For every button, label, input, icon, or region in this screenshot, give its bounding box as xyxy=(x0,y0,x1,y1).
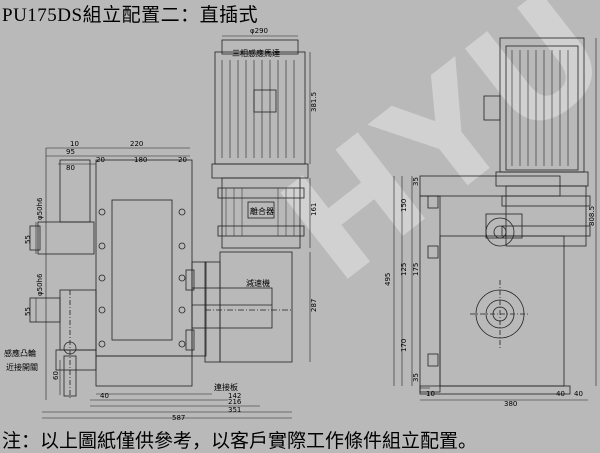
dim-351: 351 xyxy=(228,406,241,414)
frame-plate xyxy=(95,159,273,387)
dim-381-5: 381.5 xyxy=(310,92,318,112)
proximity-label: 近接開關 xyxy=(6,362,38,372)
dim-40b: 40 xyxy=(556,390,565,398)
dim-40: 40 xyxy=(100,392,109,400)
dim-35b: 35 xyxy=(412,373,420,382)
motor-side xyxy=(211,39,309,179)
connecting-plate-label: 連接板 xyxy=(214,382,238,392)
watermark: HYU xyxy=(252,0,600,316)
dim-35a: 35 xyxy=(412,177,420,186)
dim-20a: 20 xyxy=(96,156,105,164)
dim-10b: 10 xyxy=(426,390,435,398)
cam-label: 感應凸輪 xyxy=(4,348,36,358)
dim-150: 150 xyxy=(400,199,408,212)
dim-380: 380 xyxy=(504,400,517,408)
dim-125: 125 xyxy=(400,263,408,276)
dim-495: 495 xyxy=(384,273,392,286)
coupler-front xyxy=(501,185,591,247)
frame-front xyxy=(419,175,571,395)
dim-170: 170 xyxy=(400,339,408,352)
left-end-unit xyxy=(29,159,97,400)
footnote: 注：以上圖紙僅供參考，以客戶實際工作條件組立配置。 xyxy=(2,430,478,452)
dim-shaft-50a: φ50h6 xyxy=(36,197,44,220)
dim-shaft-50b: φ50h6 xyxy=(36,273,44,296)
dim-808-5: 808.5 xyxy=(588,206,596,226)
dim-290: φ290 xyxy=(250,27,268,35)
coupler-label: 離合器 xyxy=(250,206,274,216)
dim-180: 180 xyxy=(134,156,147,164)
dim-20b: 20 xyxy=(178,156,187,164)
reducer-label: 減速機 xyxy=(246,278,270,288)
dim-220: 220 xyxy=(130,140,143,148)
dim-95: 95 xyxy=(66,148,75,156)
dim-10: 10 xyxy=(70,140,79,148)
drawing-title: PU175DS組立配置二：直插式 xyxy=(2,5,259,26)
dim-40c: 40 xyxy=(574,390,583,398)
dim-287: 287 xyxy=(310,299,318,312)
dim-587: 587 xyxy=(172,414,185,422)
dim-142: 142 xyxy=(228,392,241,400)
reducer-side xyxy=(204,251,293,363)
right-dimension-lines xyxy=(393,38,597,401)
motor-front xyxy=(483,37,589,187)
dim-161: 161 xyxy=(310,203,318,216)
dim-216: 216 xyxy=(228,398,242,406)
dim-60: 60 xyxy=(52,371,60,380)
dim-55b: 55 xyxy=(24,307,32,316)
dim-175: 175 xyxy=(412,263,420,276)
dimension-lines xyxy=(35,35,311,419)
motor-label: 三相感應馬達 xyxy=(232,48,280,58)
dim-80: 80 xyxy=(66,164,75,172)
dim-55a: 55 xyxy=(24,235,32,244)
coupler-side xyxy=(217,177,305,249)
